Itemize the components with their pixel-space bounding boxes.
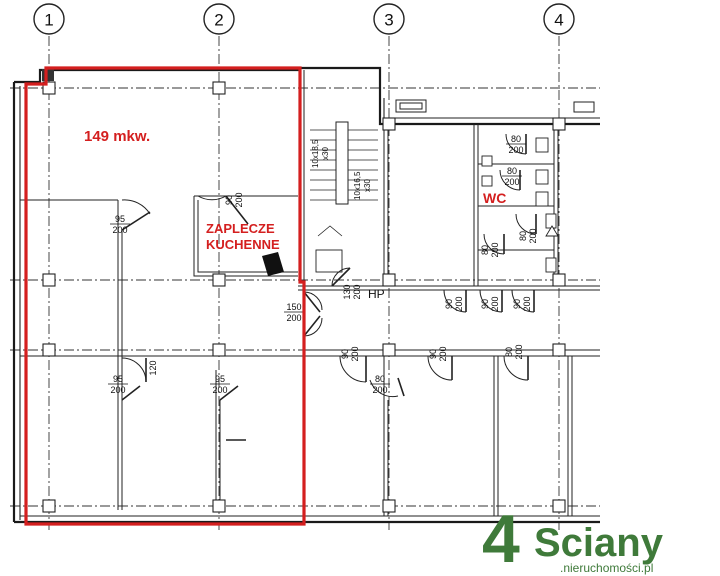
kitchen-label-line-1: ZAPLECZE <box>206 221 275 236</box>
logo-word: Sciany <box>534 521 664 565</box>
axis-marker-3: 3 <box>373 3 405 35</box>
windows <box>395 99 595 113</box>
door-label-80-cubicle-a: 80 <box>511 134 521 144</box>
axis-marker-4: 4 <box>543 3 575 35</box>
door-label-90-wc-c: 90 <box>512 299 522 309</box>
door-label-95-lower-left: 95 <box>113 374 123 384</box>
highlighted-unit-outline <box>24 66 306 526</box>
door-label-80-cubicle-d: 80 <box>480 245 490 255</box>
logo-sub: .nieruchomości.pl <box>560 561 653 575</box>
door-95-lower-left: 95 200 <box>108 374 141 401</box>
door-label-90-wc-b: 90 <box>480 299 490 309</box>
door-label-200-wc-a: 200 <box>454 296 464 311</box>
door-label-80-corridor: 80 <box>375 374 385 384</box>
axis-marker-1: 1 <box>33 3 65 35</box>
door-80-corridor: 80 200 <box>369 374 405 398</box>
stair-flight-b-label-1: 10x16,5 <box>353 171 362 200</box>
axis-label-1: 1 <box>44 11 53 30</box>
door-label-150: 150 <box>286 302 301 312</box>
door-label-200-top: 200 <box>112 225 127 235</box>
hp-label: HP <box>368 287 385 301</box>
door-label-130-200: 200 <box>352 284 362 299</box>
staircase: 10x18,5 x30 10x16,5 x30 <box>310 121 378 237</box>
door-90-kitchen: 90 200 <box>197 192 249 225</box>
door-label-200-kitchen: 200 <box>234 192 244 207</box>
area-label: 149 mkw. <box>84 128 150 145</box>
door-label-150-200: 200 <box>286 313 301 323</box>
door-label-95-lower-mid: 95 <box>215 374 225 384</box>
door-95-lower-mid: 95 200 <box>210 374 246 441</box>
door-label-120: 120 <box>148 360 158 375</box>
door-label-95-top: 95 <box>115 214 125 224</box>
stair-flight-a-label-1: 10x18,5 <box>311 139 320 168</box>
stair-flight-b-label-2: x30 <box>363 179 372 192</box>
door-label-80-right: 80 <box>504 347 514 357</box>
door-label-90-corridor-b: 90 <box>428 349 438 359</box>
door-95-left: 95 200 <box>110 199 151 235</box>
door-label-200-corridor-b: 200 <box>438 346 448 361</box>
axis-marker-2: 2 <box>203 3 235 35</box>
door-label-200-corridor-80: 200 <box>372 385 387 395</box>
door-90-corridor-b: 90 200 <box>427 346 453 381</box>
door-label-200-cubicle-a: 200 <box>508 145 523 155</box>
door-label-200-cubicle-b: 200 <box>504 177 519 187</box>
door-label-130: 130 <box>342 284 352 299</box>
door-label-80-cubicle-b: 80 <box>507 166 517 176</box>
stair-flight-a-label-2: x30 <box>321 147 330 160</box>
kitchen-label-line-2: KUCHENNE <box>206 237 280 252</box>
door-label-200-wc-b: 200 <box>490 296 500 311</box>
axis-label-3: 3 <box>384 11 393 30</box>
doors-wc-cubicles: 80 200 80 200 80 200 80 200 <box>480 133 538 258</box>
axis-label-2: 2 <box>214 11 223 30</box>
axis-label-4: 4 <box>554 11 563 30</box>
door-150: 150 200 <box>284 291 323 337</box>
door-label-200-lower-left: 200 <box>110 385 125 395</box>
door-80-right: 80 200 <box>503 344 529 381</box>
wc-label: WC <box>483 190 506 206</box>
door-label-200-right: 200 <box>514 344 524 359</box>
door-120-lower-left: 120 <box>121 357 158 383</box>
watermark-logo: 4 Sciany .nieruchomości.pl <box>482 501 664 576</box>
door-label-200-wc-c: 200 <box>522 296 532 311</box>
wc-fixtures <box>481 137 559 273</box>
door-label-200-cubicle-c: 200 <box>528 228 538 243</box>
door-label-200-corridor-a: 200 <box>350 346 360 361</box>
door-label-80-cubicle-c: 80 <box>518 231 528 241</box>
doors-wc-lower: 90 200 90 200 90 200 <box>443 289 535 313</box>
door-label-200-lower-mid: 200 <box>212 385 227 395</box>
door-label-90-corridor-a: 90 <box>340 349 350 359</box>
door-label-90-wc-a: 90 <box>444 299 454 309</box>
logo-four: 4 <box>482 501 520 576</box>
door-90-corridor-a: 90 200 <box>339 346 367 383</box>
door-label-200-cubicle-d: 200 <box>490 242 500 257</box>
door-130-hp: 130 200 HP <box>331 267 385 301</box>
door-label-90-kitchen: 90 <box>224 195 234 205</box>
kitchen-fixture <box>262 249 343 276</box>
structural-columns <box>42 69 566 513</box>
